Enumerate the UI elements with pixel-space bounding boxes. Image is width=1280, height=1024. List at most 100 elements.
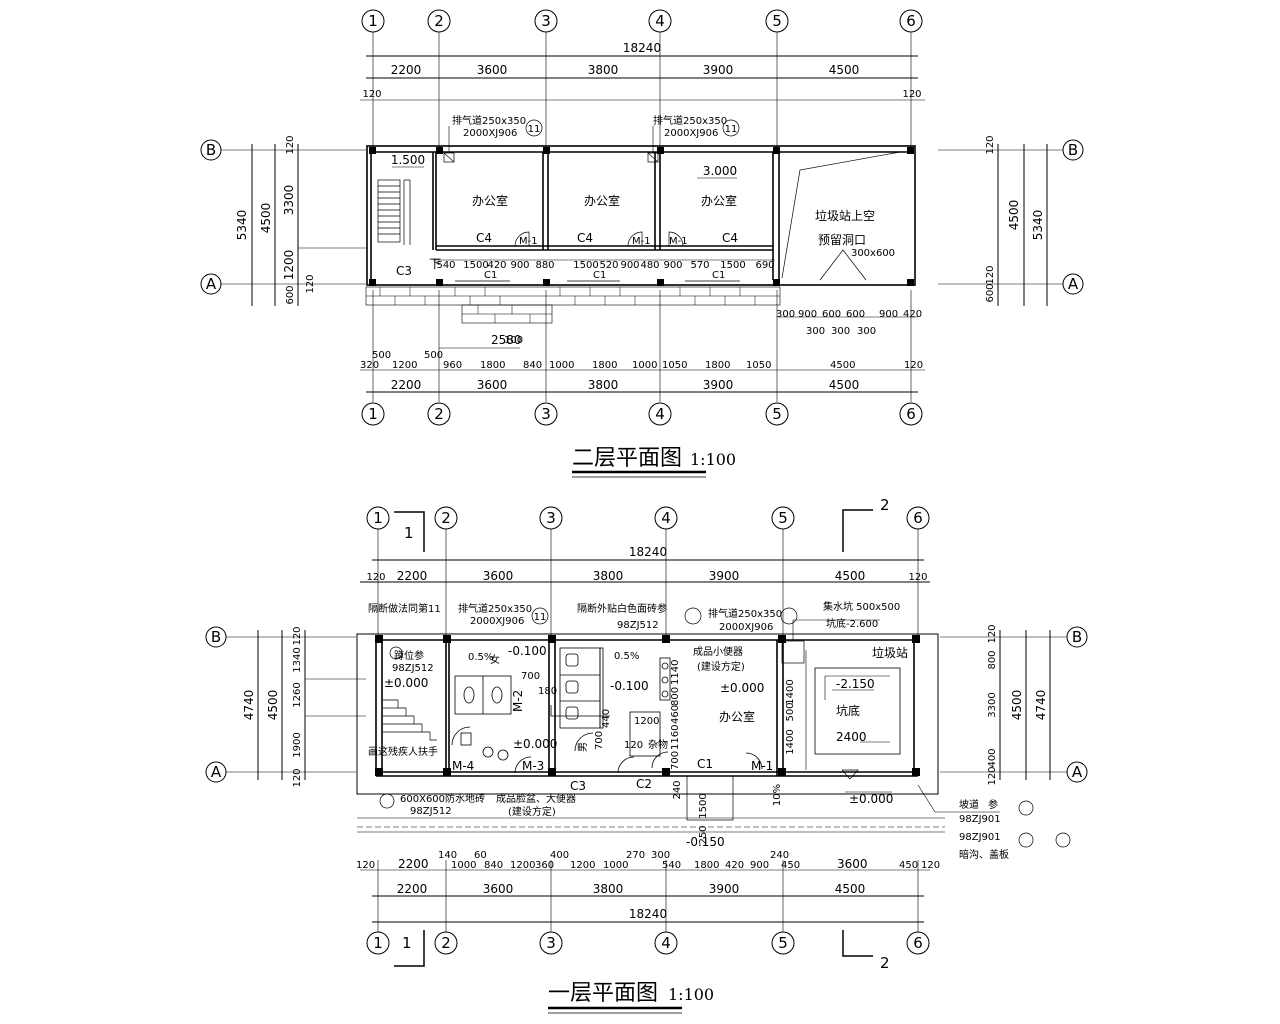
floor2-door-m1-1: M-1: [519, 236, 538, 247]
axis-3-bottom: 3: [541, 405, 551, 423]
f1-right-4500: 4500: [1010, 690, 1024, 721]
f1-axis-2-top: 2: [441, 509, 451, 527]
axis-a-right: A: [1068, 275, 1079, 293]
floor2-overall-dim: 18240: [623, 41, 661, 55]
floor2-bbay-4: 3900: [703, 378, 734, 392]
f1-washbasin-note: (建设方定): [508, 805, 556, 818]
f1-axis-b-right: B: [1072, 628, 1082, 646]
f1-bdim-21: 120: [921, 860, 940, 871]
floor2-bay-3: 3800: [588, 63, 619, 77]
floor2-edge-left: 120: [362, 89, 381, 100]
axis-4-label: 4: [655, 12, 665, 30]
f1-right-3300: 3300: [987, 692, 998, 717]
floor2-window-c1-1: C1: [484, 270, 497, 281]
floor2-bdim-1: 320: [360, 360, 379, 371]
f1-pit-v1400a: 1400: [785, 679, 796, 704]
f1-male: 男: [577, 742, 589, 752]
f1-bdim-16: 420: [725, 860, 744, 871]
f1-handrail: 画这残疾人扶手: [368, 745, 438, 758]
f1-door-m2: M-2: [511, 690, 525, 712]
axis-3-label: 3: [541, 12, 551, 30]
f1-section-2-top: 2: [880, 496, 890, 514]
f1-floor-code: 98ZJ512: [410, 806, 452, 817]
f1-bdim-9: 400: [550, 850, 569, 861]
f1-drain-code: 98ZJ901: [959, 832, 1001, 843]
floor2-bay-2: 3600: [477, 63, 508, 77]
f1-elev-outside: -0.150: [686, 835, 725, 849]
f1-office: 办公室: [719, 709, 755, 724]
second-floor-plan: 1 2 3 4 5 6 18240 2200 3600 3800 3900 45…: [200, 9, 1084, 478]
floor2-rdim-8: 300: [831, 326, 850, 337]
floor2-bdim-4: 1800: [480, 360, 505, 371]
f1-axis-6-top: 6: [913, 509, 923, 527]
f1-left-1900: 1900: [292, 732, 303, 757]
f1-bdim-3: 140: [438, 850, 457, 861]
f1-bdim-4: 60: [474, 850, 487, 861]
floor2-bot-500b: 500: [424, 350, 443, 361]
floor2-opening-label: 预留洞口: [818, 233, 866, 247]
f1-dim-120: 120: [624, 740, 643, 751]
f1-washbasin: 成品脸盆、大便器: [496, 792, 576, 805]
f1-right-120a: 120: [987, 624, 998, 643]
f1-left-total: 4740: [242, 690, 256, 721]
f1-ramp-code: 98ZJ901: [959, 814, 1001, 825]
floor2-window-c1-3: C1: [712, 270, 725, 281]
floor2-wdim-13: 690: [755, 260, 774, 271]
f1-walls: [356, 633, 939, 795]
floor2-wdim-3: 420: [487, 260, 506, 271]
f1-bbay-1: 2200: [397, 882, 428, 896]
f1-ramp: 坡道: [959, 798, 979, 811]
f1-overall-top: 18240: [629, 545, 667, 559]
floor2-scale: 1:100: [690, 450, 736, 469]
f1-right-120b: 120: [987, 766, 998, 785]
f1-dim-180: 180: [538, 686, 557, 697]
floor2-opening-size: 300x600: [851, 248, 895, 259]
f1-dim-1160: 1160: [670, 725, 681, 750]
floor2-window-c4-3: C4: [722, 231, 738, 245]
axis-5-bottom: 5: [772, 405, 782, 423]
floor2-bot-500a: 500: [372, 350, 391, 361]
floor2-right-120a: 120: [985, 135, 996, 154]
f1-female: 女: [490, 653, 500, 666]
f1-dim-240: 240: [672, 780, 683, 799]
f1-section-2-bottom: 2: [880, 954, 890, 972]
floor2-left-1200: 1200: [282, 250, 296, 281]
f1-urinal: 成品小便器: [693, 645, 743, 658]
floor2-room-waste-void: 垃圾站上空: [815, 208, 875, 223]
floor2-stair-elev: 1.500: [391, 153, 425, 167]
axis-2-label: 2: [434, 12, 444, 30]
floor2-right-total: 5340: [1031, 210, 1045, 241]
f1-pit-note: 集水坑 500x500: [823, 600, 900, 613]
f1-axis-a-right: A: [1072, 763, 1083, 781]
floor2-bdim-9: 1050: [662, 360, 687, 371]
f1-bbay-5: 4500: [835, 882, 866, 896]
floor1-title: 一层平面图: [548, 981, 658, 1006]
floor2-right-120b: 120: [985, 265, 996, 284]
f1-bdim-1: 120: [356, 860, 375, 871]
f1-elev-waste: ±0.000: [849, 792, 893, 806]
first-floor-plan: 1 2 3 4 5 6 1 2 18240 120 2200 3600 3800…: [205, 496, 1088, 1014]
f1-door-m3: M-3: [522, 759, 544, 773]
f1-section-1-bottom: 1: [402, 934, 412, 952]
floor2-bot-2580: 2580: [491, 333, 522, 347]
floor2-wdim-7: 520: [599, 260, 618, 271]
f1-bdim-19: 3600: [837, 857, 868, 871]
floor2-wdim-10: 900: [663, 260, 682, 271]
axis-a-left: A: [206, 275, 217, 293]
f1-left-1260: 1260: [292, 682, 303, 707]
f1-bay-5: 4500: [835, 569, 866, 583]
axis-b-left: B: [206, 141, 216, 159]
f1-window-c1: C1: [697, 757, 713, 771]
f1-right-400: 400: [987, 748, 998, 767]
f1-bdim-2: 2200: [398, 857, 429, 871]
floor2-wdim-5: 880: [535, 260, 554, 271]
floor2-bbay-5: 4500: [829, 378, 860, 392]
f1-left-4500: 4500: [266, 690, 280, 721]
floor2-bot-100: 100: [504, 335, 523, 346]
floor2-rdim-6: 420: [903, 309, 922, 320]
f1-vent-code: 2000XJ906: [470, 616, 524, 627]
f1-dim-440: 440: [601, 709, 612, 728]
f1-bdim-10: 1200: [570, 860, 595, 871]
floor2-axis-top: 1 2 3 4 5 6: [361, 9, 923, 33]
f1-dim-1500: 1500: [698, 793, 709, 818]
